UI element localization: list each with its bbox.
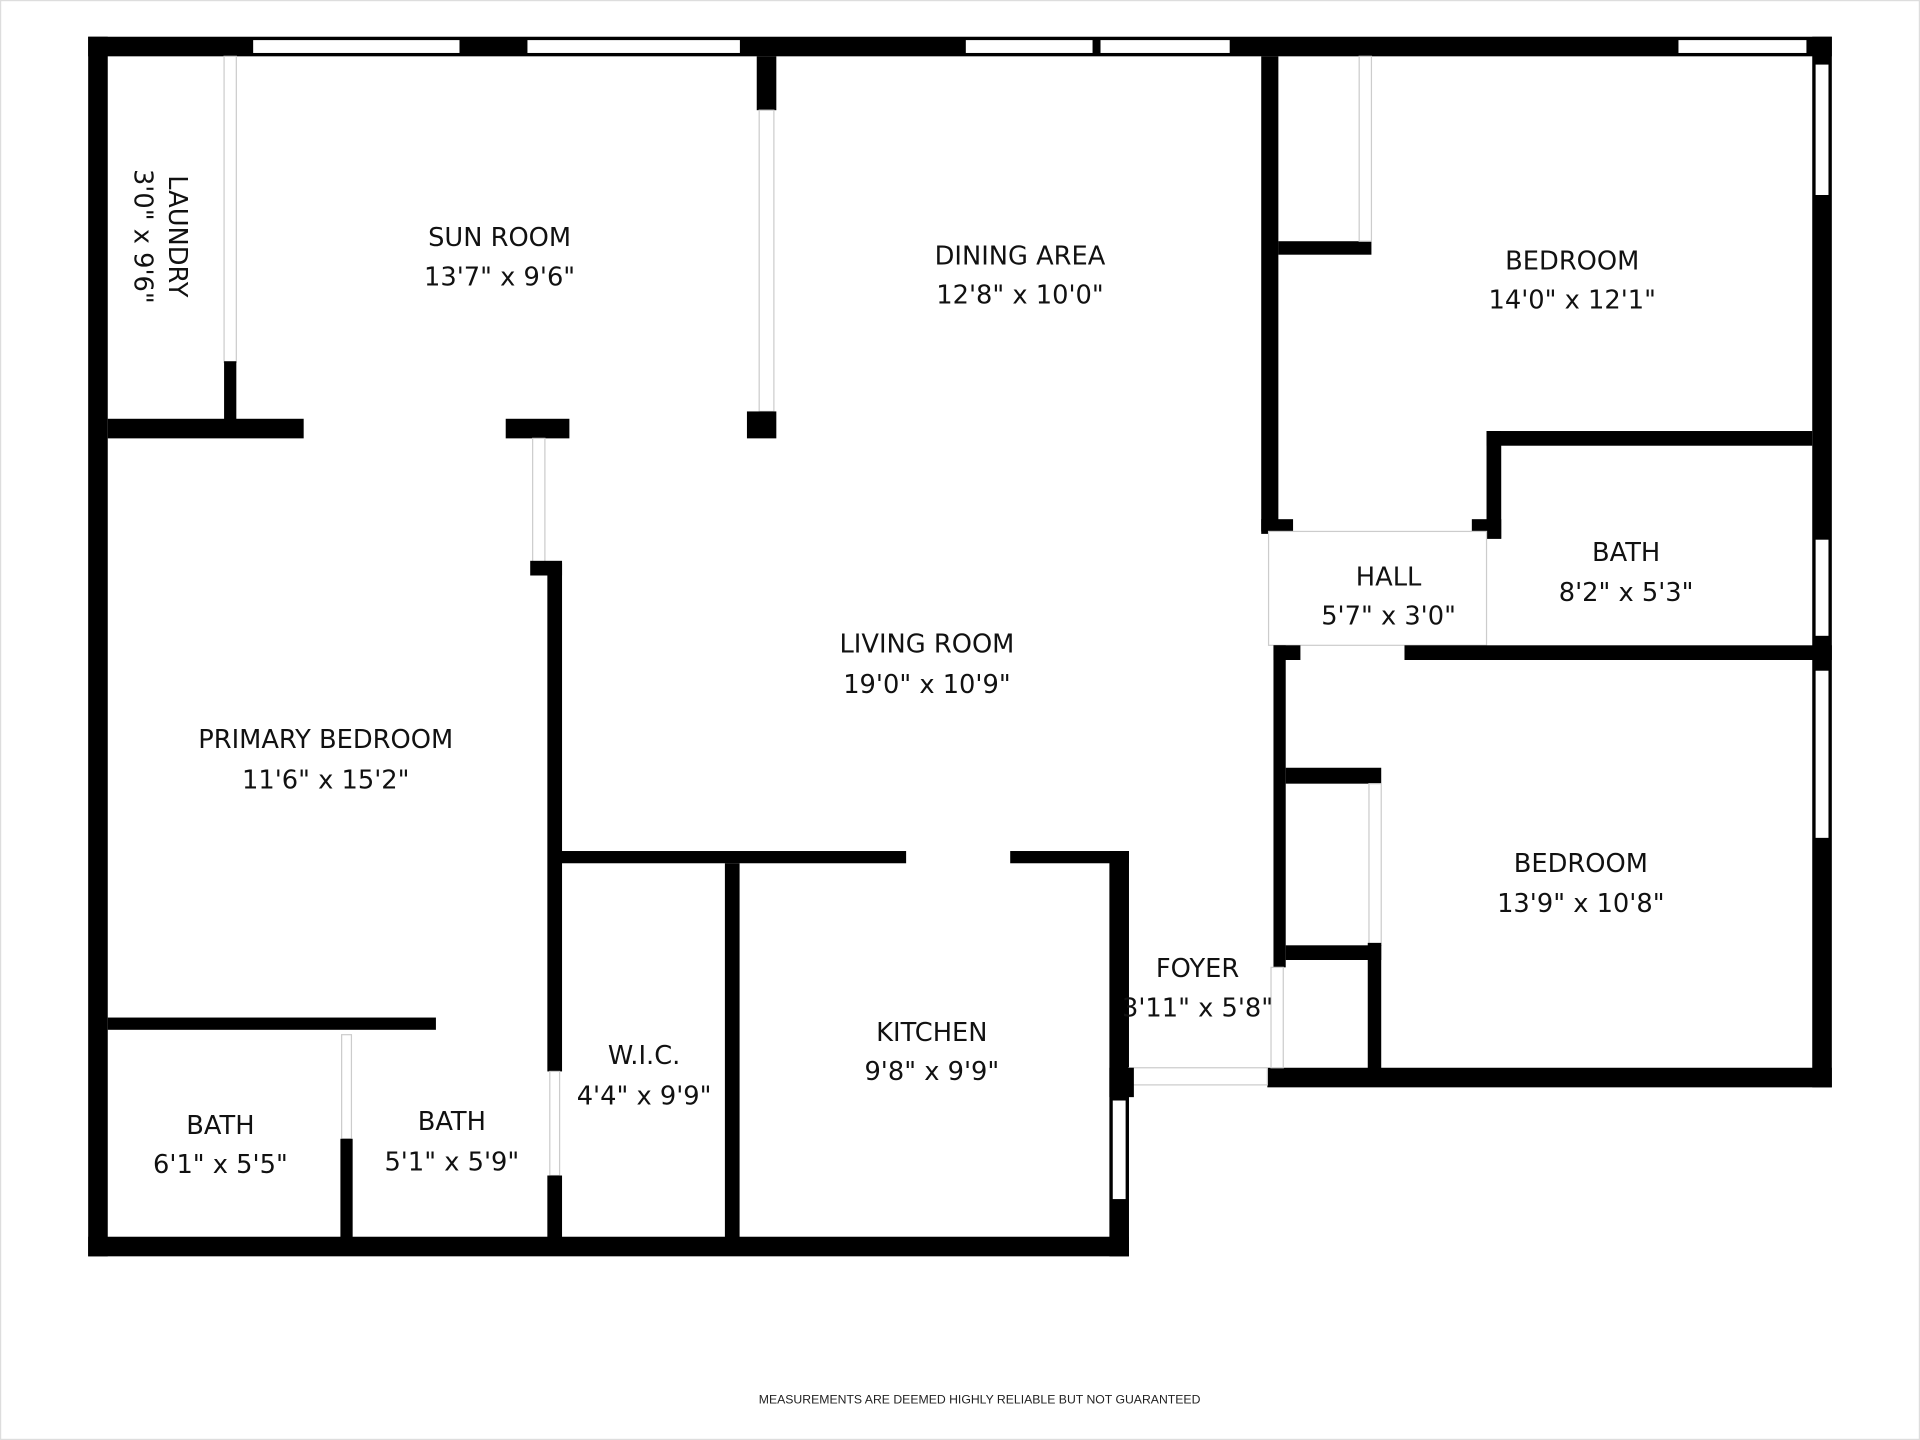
room-name: LAUNDRY	[162, 175, 192, 298]
room-bath-primary-2: BATH 5'1" x 5'9"	[384, 1107, 519, 1177]
room-name: BATH	[186, 1111, 254, 1141]
room-sun-room: SUN ROOM 13'7" x 9'6"	[424, 223, 575, 292]
room-name: BATH	[1592, 538, 1660, 568]
room-dimensions: 8'2" x 5'3"	[1559, 578, 1694, 608]
room-name: HALL	[1356, 562, 1422, 592]
room-dimensions: 12'8" x 10'0"	[936, 281, 1103, 311]
room-name: BEDROOM	[1514, 849, 1648, 879]
room-dimensions: 13'7" x 9'6"	[424, 262, 575, 292]
room-laundry: LAUNDRY 3'0" x 9'6"	[128, 169, 192, 304]
room-wic: W.I.C. 4'4" x 9'9"	[577, 1041, 712, 1111]
room-primary-bedroom: PRIMARY BEDROOM 11'6" x 15'2"	[198, 725, 453, 795]
room-name: KITCHEN	[876, 1018, 987, 1048]
room-dimensions: 4'4" x 9'9"	[577, 1081, 712, 1111]
windows	[251, 38, 1831, 1201]
disclaimer: MEASUREMENTS ARE DEEMED HIGHLY RELIABLE …	[759, 1392, 1201, 1406]
room-name: PRIMARY BEDROOM	[198, 725, 453, 755]
room-name: DINING AREA	[935, 241, 1106, 271]
room-name: SUN ROOM	[428, 223, 571, 253]
room-foyer: FOYER 3'11" x 5'8"	[1122, 954, 1273, 1023]
room-dimensions: 14'0" x 12'1"	[1489, 286, 1656, 316]
room-name: W.I.C.	[608, 1041, 681, 1071]
room-dimensions: 3'0" x 9'6"	[128, 169, 158, 304]
room-name: BATH	[418, 1107, 486, 1137]
room-dimensions: 13'9" x 10'8"	[1497, 889, 1664, 919]
room-dimensions: 5'7" x 3'0"	[1321, 601, 1456, 631]
room-bath-hall: BATH 8'2" x 5'3"	[1559, 538, 1694, 608]
room-labels: LAUNDRY 3'0" x 9'6" SUN ROOM 13'7" x 9'6…	[128, 169, 1694, 1180]
room-hall: HALL 5'7" x 3'0"	[1321, 562, 1456, 631]
room-bedroom-1: BEDROOM 14'0" x 12'1"	[1489, 246, 1656, 315]
room-name: LIVING ROOM	[839, 630, 1014, 660]
room-name: FOYER	[1156, 954, 1240, 984]
room-dining-area: DINING AREA 12'8" x 10'0"	[935, 241, 1106, 310]
room-bath-primary-1: BATH 6'1" x 5'5"	[153, 1111, 288, 1180]
room-dimensions: 3'11" x 5'8"	[1122, 993, 1273, 1023]
room-bedroom-2: BEDROOM 13'9" x 10'8"	[1497, 849, 1664, 919]
room-name: BEDROOM	[1505, 246, 1639, 276]
room-living-room: LIVING ROOM 19'0" x 10'9"	[839, 630, 1014, 700]
room-kitchen: KITCHEN 9'8" x 9'9"	[864, 1018, 999, 1087]
room-dimensions: 5'1" x 5'9"	[384, 1148, 519, 1178]
room-dimensions: 9'8" x 9'9"	[864, 1057, 999, 1087]
room-dimensions: 6'1" x 5'5"	[153, 1150, 288, 1180]
room-dimensions: 19'0" x 10'9"	[843, 670, 1010, 700]
room-dimensions: 11'6" x 15'2"	[242, 766, 409, 796]
